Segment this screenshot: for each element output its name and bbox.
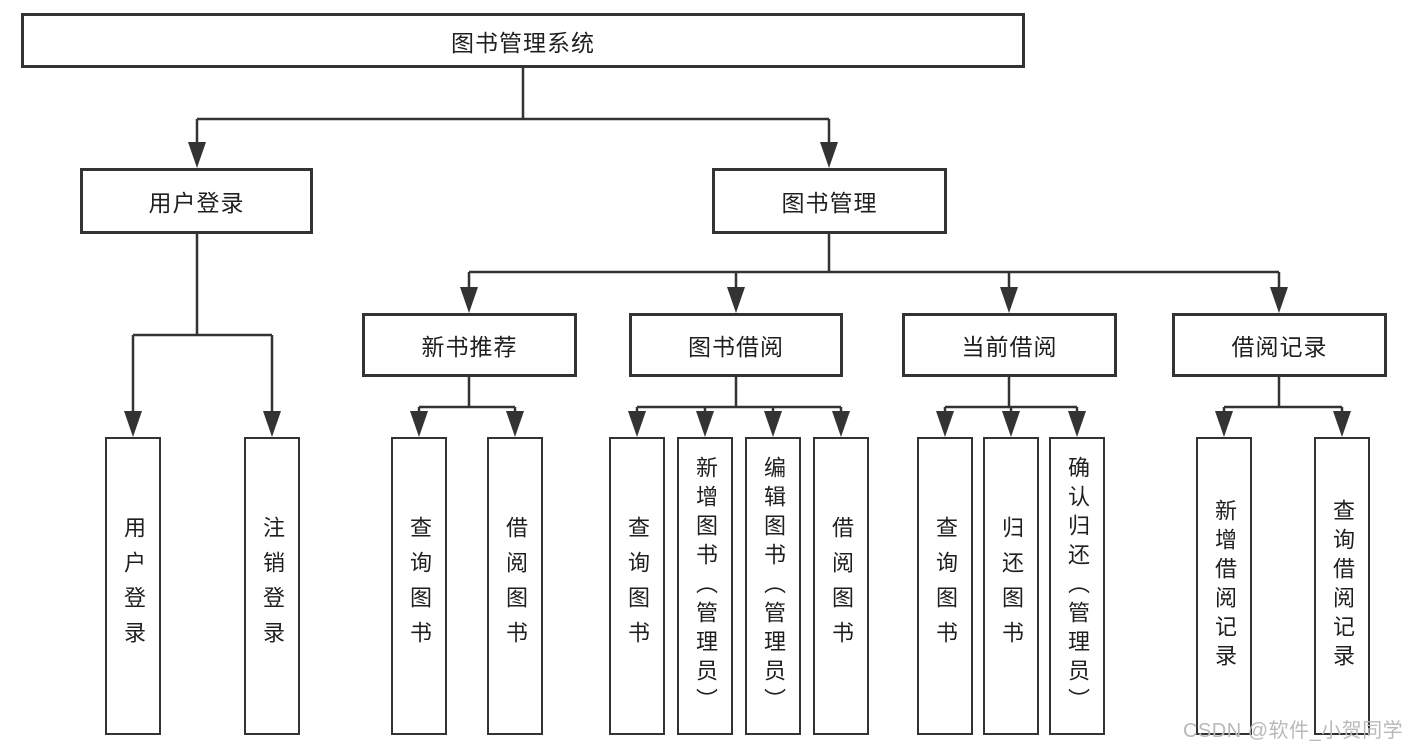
node-book-borrowing: 图书借阅 bbox=[629, 313, 843, 377]
arrowhead-down bbox=[188, 142, 206, 168]
arrowhead-down bbox=[727, 287, 745, 313]
leaf-query-books-recommend: 查询图书 bbox=[391, 437, 447, 735]
leaf-label: 查询图书 bbox=[407, 516, 432, 656]
arrowhead-down bbox=[124, 411, 142, 437]
node-user-login: 用户登录 bbox=[80, 168, 313, 234]
leaf-label: 查询借阅记录 bbox=[1330, 499, 1355, 673]
arrowhead-down bbox=[460, 287, 478, 313]
arrowhead-down bbox=[410, 411, 428, 437]
node-current-borrowing: 当前借阅 bbox=[902, 313, 1117, 377]
leaf-label: 确认归还（管理员） bbox=[1065, 455, 1090, 717]
leaf-label: 归还图书 bbox=[999, 516, 1024, 656]
node-new-book-recommendation: 新书推荐 bbox=[362, 313, 577, 377]
arrowhead-down bbox=[1068, 411, 1086, 437]
connector-lines bbox=[131, 68, 1344, 414]
arrowhead-down bbox=[1215, 411, 1233, 437]
leaf-confirm-return-admin: 确认归还（管理员） bbox=[1049, 437, 1105, 735]
leaf-add-borrow-record: 新增借阅记录 bbox=[1196, 437, 1252, 735]
node-label: 用户登录 bbox=[148, 190, 245, 216]
arrowhead-down bbox=[506, 411, 524, 437]
leaf-label: 借阅图书 bbox=[829, 516, 854, 656]
leaf-label: 查询图书 bbox=[625, 516, 650, 656]
node-library-system: 图书管理系统 bbox=[21, 13, 1025, 68]
arrowhead-down bbox=[936, 411, 954, 437]
arrowhead-down bbox=[263, 411, 281, 437]
leaf-label: 新增图书（管理员） bbox=[693, 455, 718, 717]
leaf-label: 新增借阅记录 bbox=[1212, 499, 1237, 673]
leaf-return-books: 归还图书 bbox=[983, 437, 1039, 735]
leaf-borrow-books-recommend: 借阅图书 bbox=[487, 437, 543, 735]
leaf-query-borrow-record: 查询借阅记录 bbox=[1314, 437, 1370, 735]
leaf-label: 编辑图书（管理员） bbox=[761, 455, 786, 717]
arrowhead-down bbox=[764, 411, 782, 437]
node-book-management: 图书管理 bbox=[712, 168, 947, 234]
leaf-query-books-borrowing: 查询图书 bbox=[609, 437, 665, 735]
node-label: 图书管理系统 bbox=[451, 29, 595, 56]
node-borrowing-records: 借阅记录 bbox=[1172, 313, 1387, 377]
arrowhead-down bbox=[1270, 287, 1288, 313]
arrowhead-down bbox=[832, 411, 850, 437]
node-label: 新书推荐 bbox=[421, 334, 518, 360]
node-label: 当前借阅 bbox=[961, 334, 1058, 360]
arrowhead-down bbox=[1000, 287, 1018, 313]
leaf-logout-login: 注销登录 bbox=[244, 437, 300, 735]
leaf-add-books-admin: 新增图书（管理员） bbox=[677, 437, 733, 735]
arrowhead-down bbox=[1333, 411, 1351, 437]
watermark: CSDN @软件_小贺同学 bbox=[1183, 720, 1404, 742]
leaf-user-login: 用户登录 bbox=[105, 437, 161, 735]
leaf-label: 查询图书 bbox=[933, 516, 958, 656]
leaf-label: 借阅图书 bbox=[503, 516, 528, 656]
node-label: 图书管理 bbox=[781, 190, 878, 216]
leaf-label: 注销登录 bbox=[260, 516, 285, 656]
node-label: 图书借阅 bbox=[688, 334, 784, 360]
arrowhead-down bbox=[820, 142, 838, 168]
arrowheads bbox=[124, 142, 1351, 437]
leaf-edit-books-admin: 编辑图书（管理员） bbox=[745, 437, 801, 735]
arrowhead-down bbox=[628, 411, 646, 437]
leaf-label: 用户登录 bbox=[121, 516, 146, 656]
leaf-borrow-books-borrowing: 借阅图书 bbox=[813, 437, 869, 735]
node-label: 借阅记录 bbox=[1231, 334, 1328, 360]
arrowhead-down bbox=[1002, 411, 1020, 437]
arrowhead-down bbox=[696, 411, 714, 437]
leaf-query-books-current: 查询图书 bbox=[917, 437, 973, 735]
